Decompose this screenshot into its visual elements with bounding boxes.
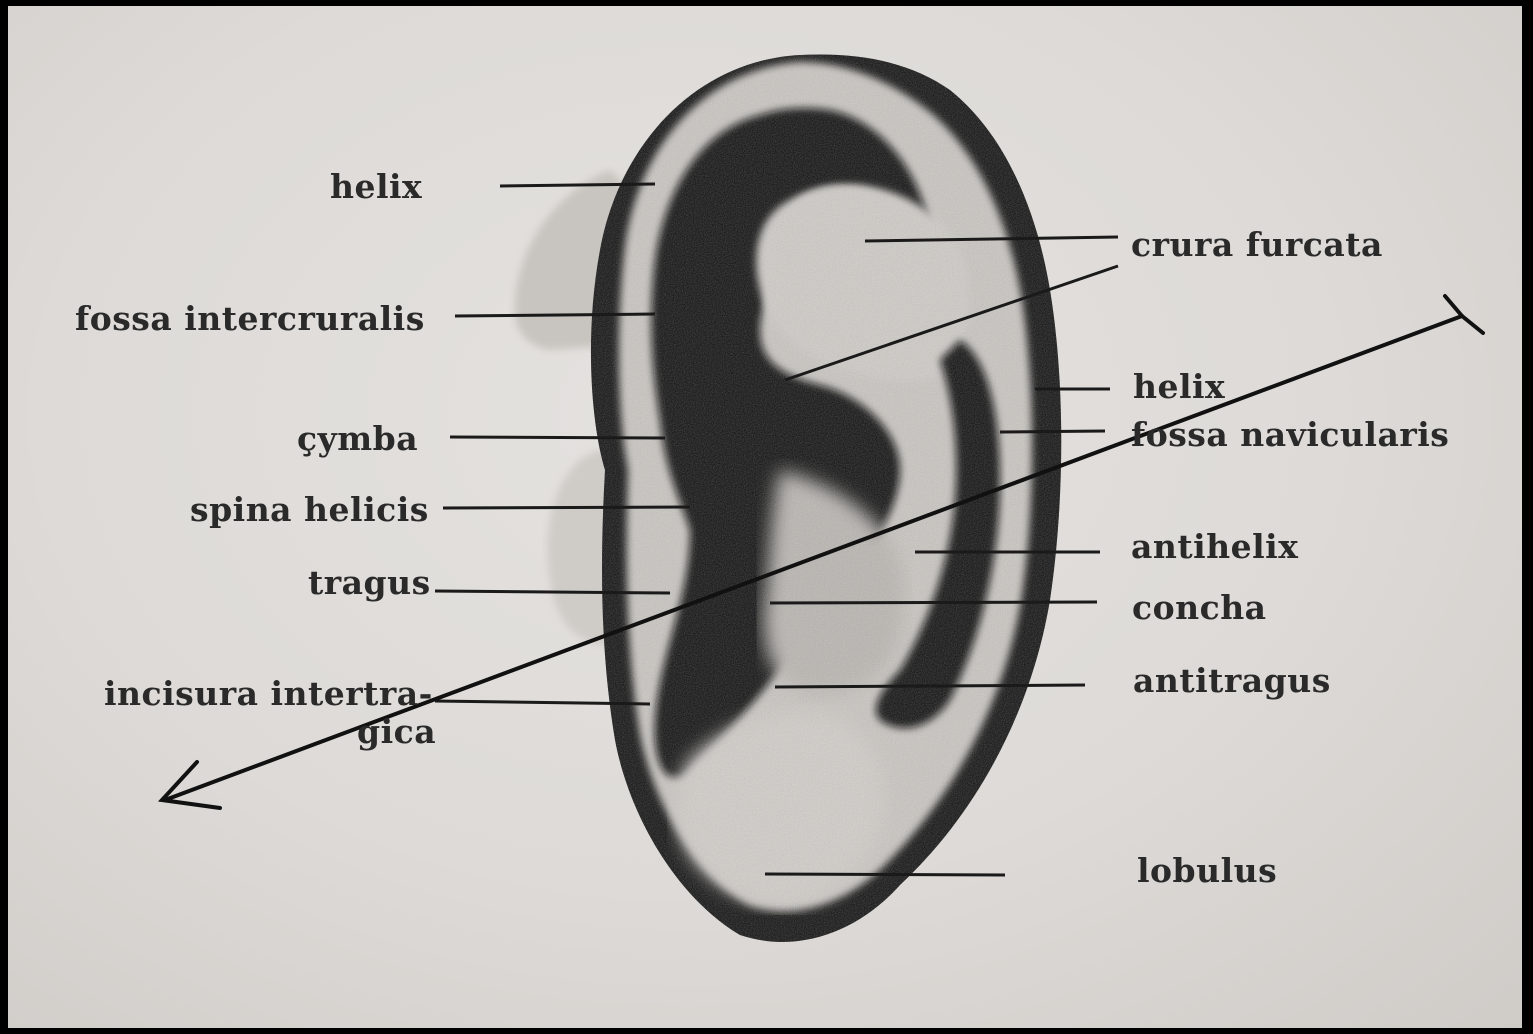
leader-cymba bbox=[450, 437, 665, 438]
label-helix-right: helix bbox=[1133, 370, 1225, 403]
label-fossa-intercruralis: fossa intercruralis bbox=[75, 302, 425, 335]
label-incisura-line2: gica bbox=[357, 715, 436, 748]
label-spina-helicis: spina helicis bbox=[190, 493, 429, 526]
leader-tragus bbox=[435, 591, 670, 593]
leader-antitragus bbox=[775, 685, 1085, 687]
label-antihelix: antihelix bbox=[1131, 530, 1298, 563]
label-lobulus: lobulus bbox=[1137, 854, 1277, 887]
ear-texture bbox=[591, 54, 1061, 941]
leader-spina-helicis bbox=[443, 507, 690, 508]
label-crura-furcata: crura furcata bbox=[1131, 228, 1383, 261]
axis-arrow-head bbox=[162, 762, 220, 808]
label-tragus: tragus bbox=[308, 566, 431, 599]
leader-lobulus bbox=[765, 874, 1005, 875]
label-antitragus: antitragus bbox=[1133, 664, 1331, 697]
label-concha: concha bbox=[1132, 591, 1267, 624]
leader-fossa-navicularis bbox=[1000, 431, 1105, 432]
leader-helix-left bbox=[500, 184, 655, 186]
axis-arrow-tail bbox=[1445, 296, 1483, 333]
label-fossa-navicularis: fossa navicularis bbox=[1131, 418, 1449, 451]
label-helix-left: helix bbox=[330, 170, 422, 203]
label-cymba: çymba bbox=[297, 422, 418, 455]
leader-fossa-intercruralis bbox=[455, 314, 655, 316]
leader-concha bbox=[770, 602, 1097, 603]
label-incisura-line1: incisura intertra- bbox=[104, 677, 433, 710]
